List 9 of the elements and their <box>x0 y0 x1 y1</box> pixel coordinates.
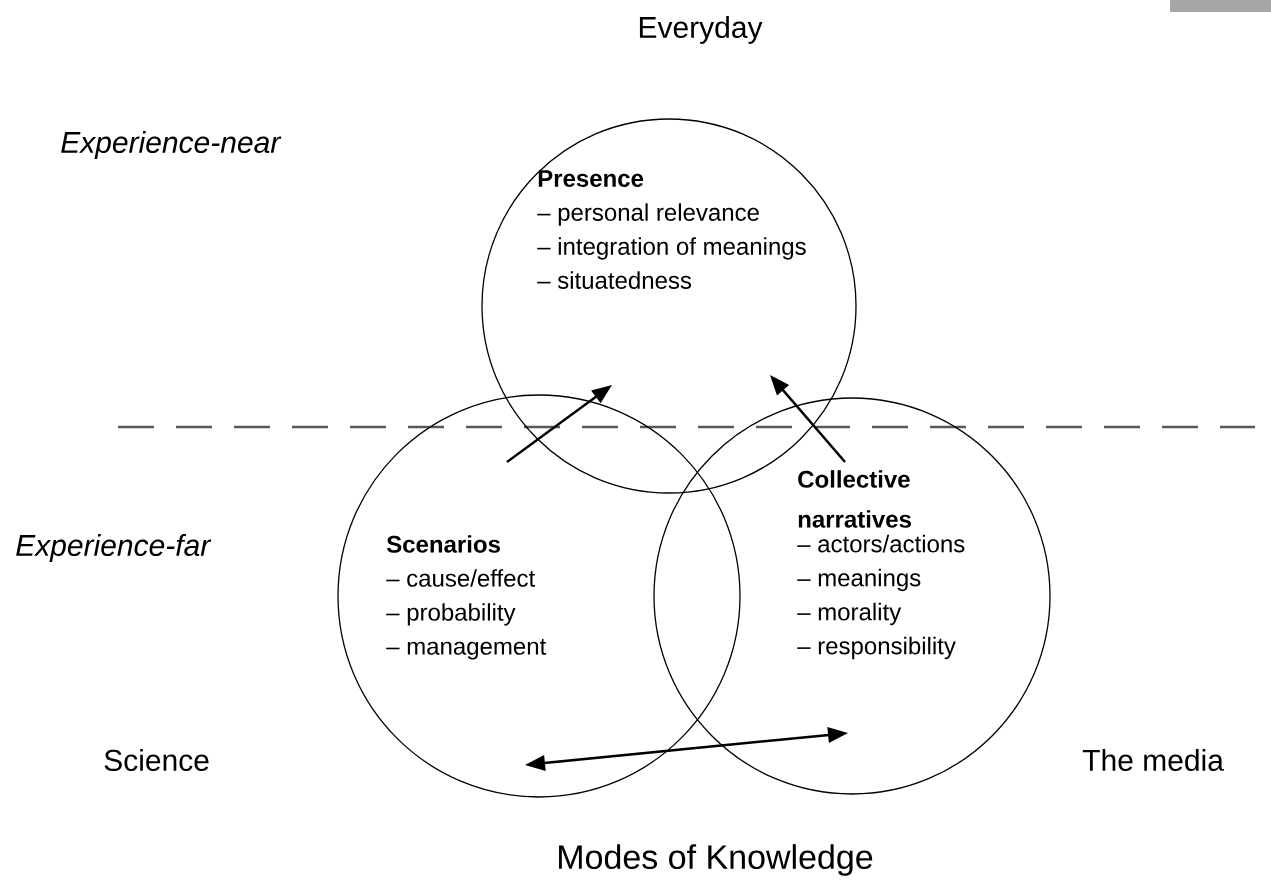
label: Experience-far <box>16 534 212 562</box>
label: Everyday <box>639 16 763 44</box>
arrow <box>770 375 846 463</box>
label: Science <box>104 748 209 771</box>
arrow <box>506 385 612 463</box>
label: The media <box>1082 748 1224 771</box>
label: Experience-near <box>61 131 282 159</box>
arrow <box>525 727 848 771</box>
caption: Modes of Knowledge <box>559 844 873 876</box>
